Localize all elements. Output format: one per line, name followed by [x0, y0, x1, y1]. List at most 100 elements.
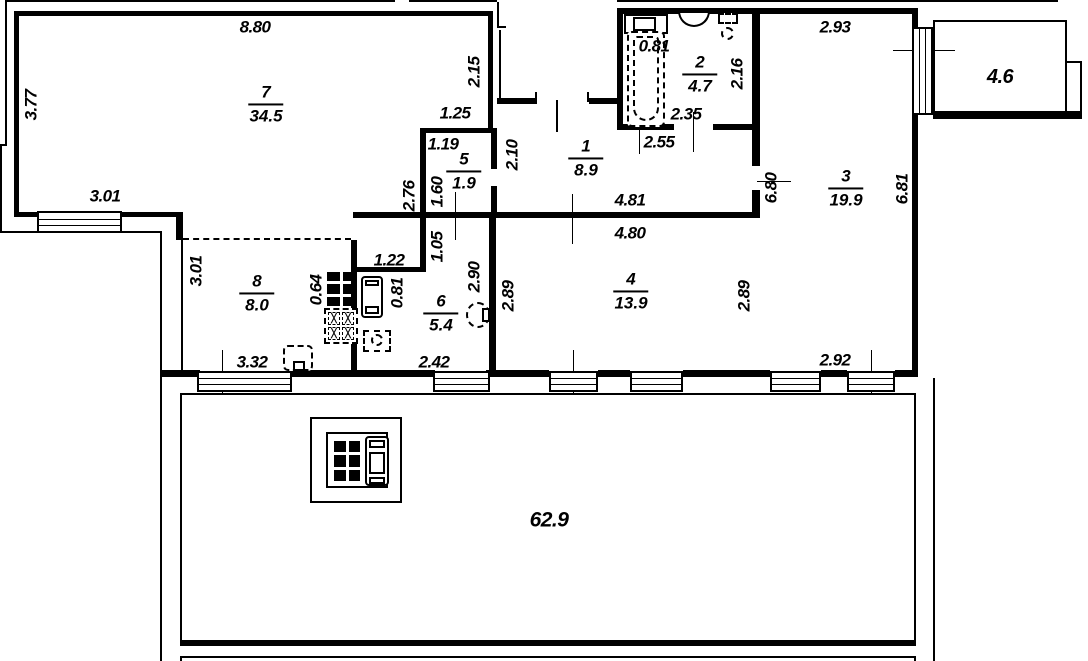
dimension-label: 1.19: [427, 134, 459, 154]
dimension-label: 2.16: [727, 58, 747, 90]
dimension-label: 0.64: [306, 274, 326, 306]
wall-segment: [160, 370, 200, 377]
wall-segment: [491, 186, 497, 217]
room-number: 5: [446, 149, 482, 172]
refrigerator-inner: [365, 280, 379, 286]
wall-segment: [351, 240, 357, 373]
wall-segment: [176, 212, 183, 240]
wall-segment: [5, 0, 7, 146]
wall-segment: [122, 212, 183, 217]
wall-segment: [353, 212, 757, 218]
dimension-label: 4.80: [614, 223, 646, 243]
stove-icon: [327, 272, 355, 306]
dimension-label: 2.90: [464, 261, 484, 293]
wall-segment: [14, 11, 19, 217]
wall-segment: [290, 370, 435, 377]
dimension-label: 2.92: [819, 350, 851, 370]
wall-segment: [617, 8, 623, 130]
wall-segment: [933, 378, 935, 661]
wall-segment: [912, 114, 918, 377]
wall-segment: [0, 144, 7, 146]
window: [549, 371, 598, 392]
wall-segment: [0, 144, 2, 233]
room-number: 7: [248, 82, 284, 105]
wall-segment: [912, 8, 918, 32]
wall-segment: [760, 370, 770, 377]
wall-segment: [497, 26, 506, 28]
dimension-label: 3.01: [89, 186, 121, 206]
dimension-label: 8.80: [239, 17, 271, 37]
dimension-label: 1.60: [427, 176, 447, 208]
wall-segment: [420, 128, 497, 133]
electrical-panel-grid: [334, 441, 360, 481]
wall-segment: [752, 190, 760, 218]
wall-segment: [14, 11, 493, 16]
wall-segment: [617, 0, 760, 2]
washing-machine-drum: [371, 334, 383, 346]
balcony-outline: [933, 20, 1067, 118]
window: [770, 371, 821, 392]
wall-segment: [499, 30, 501, 98]
kitchen-sink-icon: ╳╳╳╳: [324, 308, 358, 344]
window: [37, 211, 122, 233]
towel-dryer-icon: [721, 27, 734, 40]
room-area: 8.9: [574, 160, 598, 179]
wall-segment: [181, 238, 183, 373]
window: [630, 371, 683, 392]
water-heater-mount: [482, 308, 490, 322]
wall-segment: [497, 2, 499, 28]
dimension-label: 4.81: [614, 190, 646, 210]
toilet-icon: [678, 11, 710, 27]
wall-segment: [14, 212, 38, 217]
electrical-panel-detail: [369, 477, 385, 484]
room-label-terrace: 62.9: [529, 508, 569, 532]
wall-segment: [420, 128, 426, 272]
wall-segment: [180, 656, 916, 658]
dim-tick: [693, 112, 694, 152]
room-number: 1: [568, 136, 604, 159]
wall-segment: [497, 98, 537, 104]
dimension-label: 3.01: [186, 255, 206, 287]
dimension-label: 1.22: [373, 250, 405, 270]
dimension-label: 0.81: [387, 277, 407, 309]
wall-segment: [409, 0, 497, 2]
room-label-balcony: 4.6: [986, 66, 1014, 88]
dim-tick: [455, 192, 456, 240]
wall-segment: [713, 124, 758, 130]
wall-segment: [589, 98, 622, 104]
wash-basin-inner: [633, 17, 656, 31]
room-area: 4.7: [688, 76, 712, 95]
dimension-label: 3.77: [21, 89, 41, 121]
dim-tick: [639, 129, 640, 154]
room-number: 8: [239, 271, 275, 294]
room-area: 8.0: [245, 295, 269, 314]
wall-segment: [752, 8, 918, 14]
dimension-label: 2.55: [643, 132, 675, 152]
room-area: 19.9: [829, 190, 863, 209]
wall-segment: [895, 370, 918, 377]
dimension-label: 2.93: [819, 17, 851, 37]
window: [197, 371, 292, 392]
wall-segment: [488, 11, 493, 131]
dimension-label: 3.32: [236, 352, 268, 372]
towel-dryer-icon: [718, 13, 738, 24]
bathtub-inner: [633, 36, 659, 121]
wall-segment: [1065, 61, 1082, 63]
room-number: 3: [828, 166, 864, 189]
dashed-appliance-base: [293, 361, 305, 371]
wall-segment: [821, 370, 847, 377]
dimension-label: 2.10: [502, 139, 522, 171]
wall-segment: [683, 370, 762, 377]
wall-segment: [489, 217, 496, 373]
window: [433, 371, 490, 392]
wall-segment: [1080, 61, 1082, 113]
balcony-window: [912, 27, 933, 115]
room-number: 4: [613, 269, 649, 292]
door-tick: [535, 92, 537, 102]
wall-segment: [5, 0, 395, 2]
